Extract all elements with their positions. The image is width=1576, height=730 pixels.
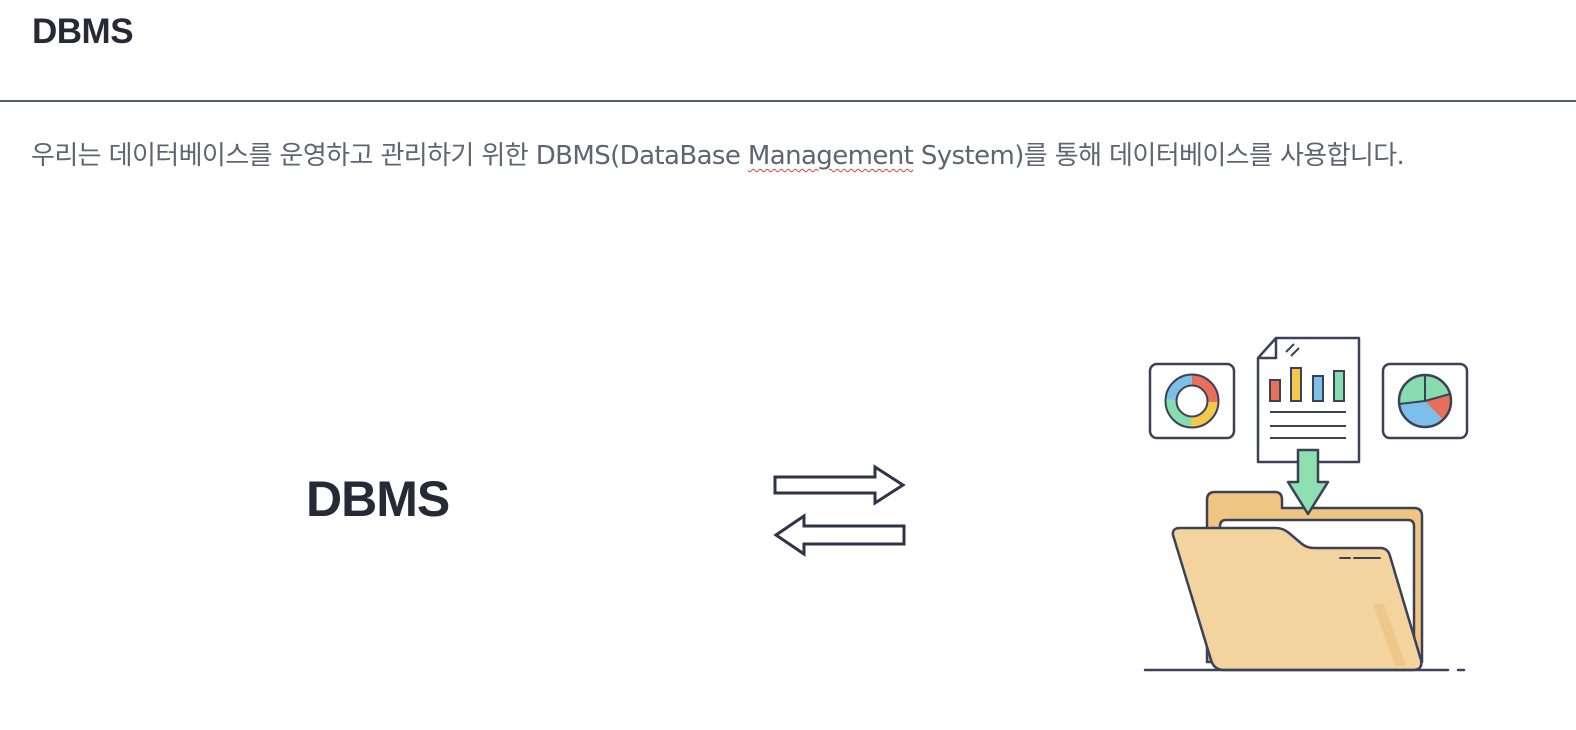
page-title: DBMS bbox=[32, 12, 134, 51]
pie-chart-card-icon bbox=[1381, 362, 1469, 440]
diagram-dbms-label: DBMS bbox=[306, 471, 450, 527]
page-header: DBMS bbox=[0, 0, 1576, 102]
report-document-icon bbox=[1256, 336, 1361, 464]
right-arrow-icon bbox=[773, 464, 906, 506]
intro-text-before: 우리는 데이터베이스를 운영하고 관리하기 위한 DBMS(DataBase bbox=[31, 141, 748, 171]
folder-icon bbox=[1143, 490, 1466, 672]
intro-paragraph: 우리는 데이터베이스를 운영하고 관리하기 위한 DBMS(DataBase M… bbox=[31, 135, 1405, 172]
intro-text-after: System)를 통해 데이터베이스를 사용합니다. bbox=[913, 141, 1405, 171]
data-folder-illustration bbox=[1143, 336, 1469, 672]
intro-flagged-word: Management bbox=[747, 141, 914, 171]
donut-chart-card-icon bbox=[1148, 362, 1236, 440]
bidirectional-arrows-icon bbox=[773, 464, 906, 557]
download-arrow-icon bbox=[1286, 448, 1330, 516]
left-arrow-icon bbox=[773, 513, 906, 557]
